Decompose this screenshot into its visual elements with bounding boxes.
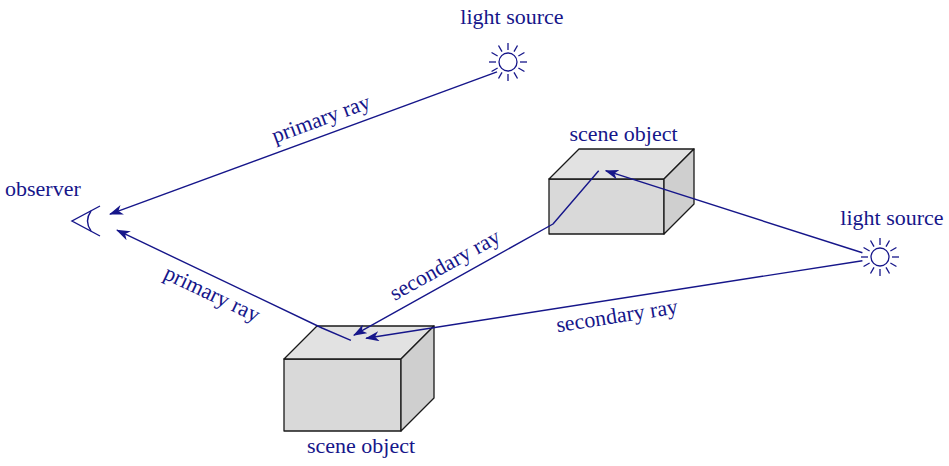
- sun-ray: [864, 248, 870, 252]
- ray-arrow: [110, 72, 497, 214]
- node-label: scene object: [548, 122, 699, 146]
- sun-ray: [892, 257, 899, 258]
- eye-pupil: [88, 211, 92, 231]
- ray-arrow: [117, 230, 351, 340]
- sun-ray: [518, 68, 524, 72]
- sun-ray: [518, 53, 524, 57]
- sun-ray: [514, 73, 518, 79]
- sun-ray: [879, 238, 880, 245]
- sun-ray: [507, 43, 508, 50]
- sun-ray: [861, 257, 868, 258]
- sun-ray: [890, 248, 896, 252]
- ray-label: secondary ray: [384, 223, 506, 306]
- cube-face: [401, 326, 434, 431]
- sun-ray: [886, 268, 890, 274]
- ray-label: secondary ray: [552, 295, 681, 338]
- sun-ray: [879, 269, 880, 276]
- ray-arrow: [606, 171, 863, 253]
- node-label: scene object: [283, 434, 439, 458]
- sun-disc: [871, 248, 889, 266]
- sun-ray: [507, 74, 508, 81]
- ray-arrow: [354, 171, 599, 335]
- cube-face: [284, 359, 401, 431]
- cube-face: [664, 149, 694, 234]
- observer: observer: [5, 177, 124, 246]
- ray-label: primary ray: [159, 260, 266, 328]
- sun-ray: [489, 62, 496, 63]
- sun-ray: [871, 241, 875, 247]
- sun-ray: [871, 268, 875, 274]
- sun-ray: [514, 46, 518, 52]
- sun-ray: [492, 53, 498, 57]
- cube-face: [549, 179, 664, 234]
- sun-ray: [499, 73, 503, 79]
- cube-shape: [548, 148, 695, 235]
- eye-lids: [72, 206, 100, 236]
- sun-ray: [499, 46, 503, 52]
- scene-object: scene object: [283, 325, 439, 458]
- light-source-symbol: [858, 235, 902, 279]
- cube-shape: [283, 325, 435, 432]
- node-label: observer: [5, 177, 124, 201]
- sun-ray: [890, 263, 896, 267]
- node-label: light source: [838, 206, 946, 230]
- node-label: light source: [458, 5, 566, 29]
- sun-ray: [520, 62, 527, 63]
- light-source: light source: [838, 206, 946, 279]
- scene-object: scene object: [548, 122, 699, 235]
- sun-ray: [492, 68, 498, 72]
- light-source: light source: [458, 5, 566, 84]
- ray-label: primary ray: [266, 89, 375, 149]
- eye-symbol: [5, 202, 120, 246]
- light-source-symbol: [486, 40, 530, 84]
- sun-ray: [886, 241, 890, 247]
- sun-ray: [864, 263, 870, 267]
- sun-disc: [499, 53, 517, 71]
